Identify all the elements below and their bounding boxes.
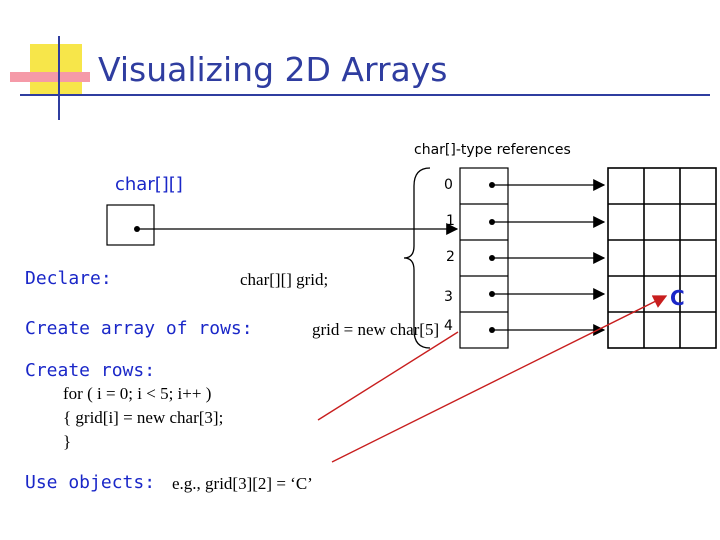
- index-1: 1: [446, 213, 455, 229]
- create-rows-code-line-1: for ( i = 0; i < 5; i++ ): [63, 384, 212, 403]
- grid-type-label: char[][]: [115, 174, 183, 195]
- use-objects-label: Use objects:: [25, 472, 156, 493]
- index-2: 2: [446, 249, 455, 265]
- row-brace: [403, 167, 431, 349]
- create-rows-label: Create rows:: [25, 360, 156, 381]
- decorative-vertical-line: [58, 36, 60, 120]
- index-0: 0: [444, 177, 453, 193]
- row-reference-arrows: [489, 179, 606, 336]
- create-rows-code-line-3: }: [63, 432, 72, 451]
- create-array-pointer: [317, 331, 459, 421]
- index-3: 3: [444, 289, 453, 305]
- create-array-label: Create array of rows:: [25, 318, 253, 339]
- declare-code: char[][] grid;: [240, 270, 329, 289]
- grid-cell-value: C: [670, 286, 685, 310]
- decorative-yellow-block: [30, 44, 82, 96]
- create-array-code: grid = new char[5]: [312, 320, 440, 339]
- create-rows-code-line-2: { grid[i] = new char[3];: [63, 408, 224, 427]
- page-title: Visualizing 2D Arrays: [98, 50, 448, 89]
- refs-header: char[]-type references: [414, 142, 571, 158]
- use-objects-pointer: [331, 295, 668, 463]
- index-4: 4: [444, 318, 453, 334]
- use-objects-code: e.g., grid[3][2] = ‘C’: [172, 474, 313, 493]
- title-underline: [20, 94, 710, 96]
- declare-label: Declare:: [25, 268, 112, 289]
- grid-variable-box: [106, 204, 155, 246]
- decorative-pink-bar: [10, 72, 90, 82]
- char-grid: [607, 167, 717, 349]
